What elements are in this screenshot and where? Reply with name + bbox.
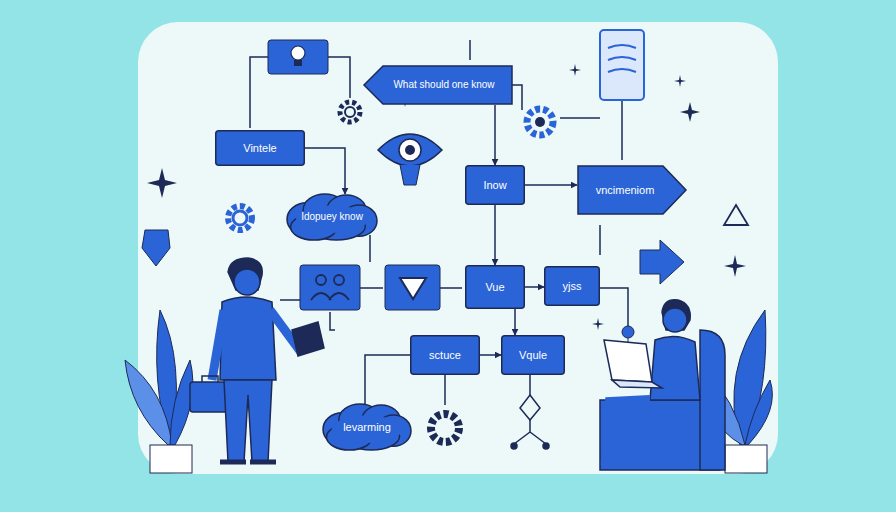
node-label: vncimeniom: [586, 184, 679, 197]
gear-icon: [527, 109, 553, 135]
decor-lines: [250, 40, 628, 405]
eye-icon: [378, 134, 442, 185]
background-panel: [138, 22, 778, 474]
connector: [514, 309, 516, 335]
process-box: Inow: [465, 165, 525, 205]
lightbulb-box: [268, 40, 328, 74]
arrow-icon: [640, 240, 684, 284]
connector: [494, 205, 496, 265]
document-icon: [600, 30, 644, 100]
arrow-label-box: What should one know: [363, 65, 513, 105]
node-label: levarming: [343, 421, 391, 434]
thought-cloud: levarming: [323, 404, 411, 450]
process-box: Vue: [465, 265, 525, 309]
sparkle: [147, 64, 746, 330]
gear-icon: [228, 206, 252, 230]
people-icon: [311, 275, 349, 300]
thought-cloud: Idopuey know: [287, 194, 377, 240]
sitting-person: [600, 300, 725, 470]
connector: [305, 148, 345, 194]
connector: [494, 105, 496, 165]
people-box: [300, 265, 360, 310]
node-label: Inow: [483, 179, 506, 192]
connector: [525, 286, 544, 288]
gear-icon: [340, 102, 360, 122]
arrow-label-box: vncimeniom: [577, 165, 687, 215]
triangle-box: [385, 265, 440, 310]
network-icon: [511, 395, 549, 449]
process-box: Vqule: [501, 335, 565, 375]
node-label: Vintele: [243, 142, 276, 155]
node-label: yjss: [563, 280, 582, 293]
process-box: yjss: [544, 266, 600, 306]
lightbulb-icon: [291, 46, 305, 66]
triangle-outline: [724, 205, 748, 225]
connector: [525, 184, 577, 186]
connector: [480, 354, 501, 356]
gem-icon: [142, 230, 170, 266]
gear-icon: [431, 414, 459, 442]
process-box: Vintele: [215, 130, 305, 166]
node-label: sctuce: [429, 349, 461, 362]
node-label: Idopuey know: [301, 211, 363, 223]
standing-person: [190, 258, 324, 462]
node-label: Vue: [485, 281, 504, 294]
node-label: What should one know: [371, 79, 504, 91]
node-label: Vqule: [519, 349, 547, 362]
triangle-icon: [400, 278, 426, 299]
plant-left: [125, 310, 193, 473]
process-box: sctuce: [410, 335, 480, 375]
